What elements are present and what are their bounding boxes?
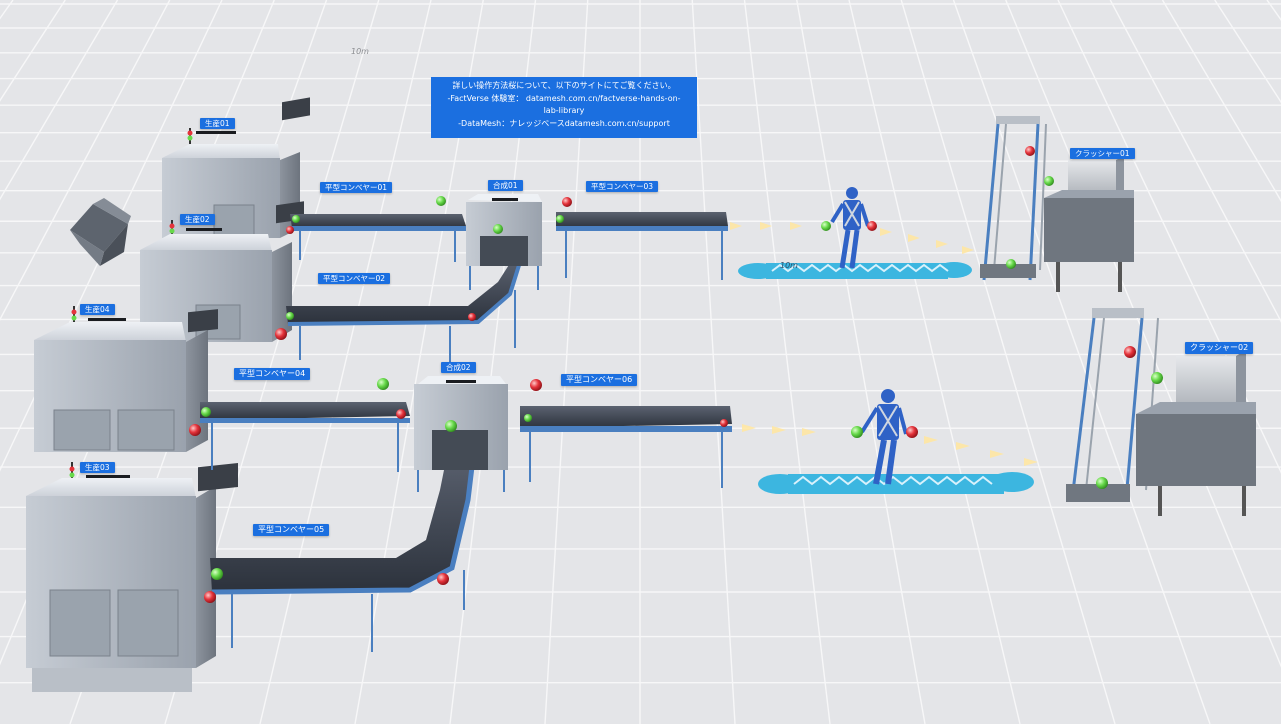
crusher-tower-01[interactable]: [980, 116, 1047, 281]
worker-figure-icon[interactable]: [860, 389, 908, 485]
assembly-01[interactable]: [466, 194, 542, 290]
label-conveyor-06[interactable]: 平型コンベヤー06: [561, 374, 638, 386]
conveyor-04[interactable]: [200, 402, 410, 472]
info-line-1: 詳しい操作方法桜について、以下のサイトにてご覧ください。: [452, 81, 676, 90]
label-machine-04[interactable]: 生産04: [80, 304, 115, 315]
info-line-2[interactable]: -FactVerse 体験室： datamesh.com.cn/factvers…: [447, 93, 681, 103]
conveyor-01[interactable]: [290, 214, 466, 262]
grid-scale-top: 10m: [351, 47, 369, 56]
walkway-scale: 10m: [780, 261, 798, 270]
grid-line: [743, 0, 831, 724]
grid-line: [1109, 0, 1281, 323]
label-crusher-02[interactable]: クラッシャー02: [1185, 342, 1254, 354]
info-panel: 詳しい操作方法桜について、以下のサイトにてご覧ください。 -FactVerse …: [431, 77, 697, 138]
grid-line: [1161, 0, 1281, 203]
grid-line: [796, 0, 926, 724]
worker-figure-icon[interactable]: [830, 187, 870, 269]
crusher-tower-02[interactable]: [1066, 308, 1159, 502]
label-conveyor-05[interactable]: 平型コンベヤー05: [253, 524, 330, 536]
conveyor-02[interactable]: [286, 260, 522, 362]
flow-arrows: [730, 222, 1038, 466]
open-box-icon[interactable]: [70, 198, 131, 266]
conveyor-05[interactable]: [210, 449, 477, 652]
walkway-01[interactable]: [738, 262, 972, 279]
label-conveyor-04[interactable]: 平型コンベヤー04: [234, 368, 311, 380]
label-assembly-02[interactable]: 合成02: [441, 362, 476, 373]
label-conveyor-01[interactable]: 平型コンベヤー01: [320, 182, 393, 193]
grid-line: [0, 0, 119, 201]
grid-line: [900, 0, 1116, 724]
assembly-02[interactable]: [414, 376, 508, 492]
red-ball-icon: [189, 146, 1136, 603]
label-machine-01[interactable]: 生産01: [200, 118, 235, 129]
crusher-02[interactable]: [1136, 350, 1256, 516]
info-line-4[interactable]: -DataMesh：ナレッジベースdatamesh.com.cn/support: [458, 118, 670, 128]
grid-line: [259, 0, 432, 724]
conveyor-03[interactable]: [556, 212, 728, 280]
machine-03[interactable]: [26, 462, 238, 692]
label-crusher-01[interactable]: クラッシャー01: [1070, 148, 1135, 159]
conveyor-06[interactable]: [520, 406, 732, 488]
grid-line: [691, 0, 736, 724]
label-conveyor-03[interactable]: 平型コンベヤー03: [586, 181, 659, 192]
crusher-01[interactable]: [1044, 156, 1134, 292]
grid-line: [0, 0, 171, 321]
walkway-02[interactable]: [758, 472, 1034, 494]
label-machine-02[interactable]: 生産02: [180, 214, 215, 225]
label-machine-03[interactable]: 生産03: [80, 462, 115, 473]
green-ball-icon: [201, 176, 1163, 580]
info-line-3[interactable]: lab-library: [543, 106, 585, 115]
machine-04[interactable]: [34, 306, 218, 452]
label-assembly-01[interactable]: 合成01: [488, 180, 523, 191]
grid-line: [848, 0, 1021, 724]
label-conveyor-02[interactable]: 平型コンベヤー02: [318, 273, 391, 284]
